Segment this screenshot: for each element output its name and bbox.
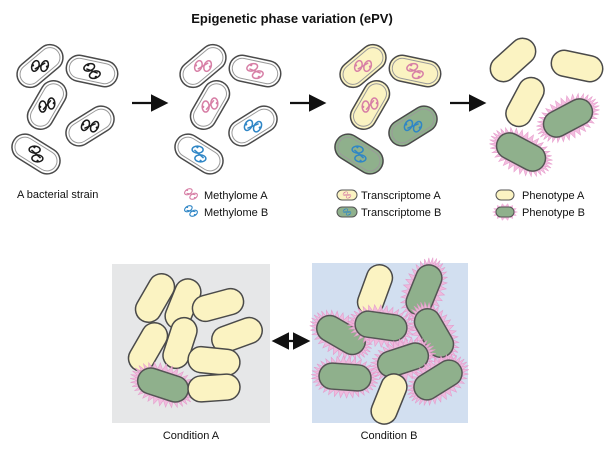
stage-transcriptome (334, 43, 442, 175)
stage-phenotype (489, 37, 604, 178)
stage-methylome (174, 43, 282, 175)
legend-phenotype-a: Phenotype A (522, 190, 585, 202)
transcriptome-cell (334, 133, 384, 175)
methylome-b-icon (184, 205, 198, 217)
phenotype-cell (505, 76, 545, 128)
condition-b-cell (309, 309, 373, 361)
methylome-cell (189, 79, 231, 131)
condition-a-cell (187, 373, 241, 403)
condition-a-cell (129, 361, 197, 409)
phenotype-cell (536, 92, 600, 144)
phenotype-b-icon (492, 203, 518, 221)
transcriptome-cell (339, 43, 387, 89)
methylome-cell (174, 133, 224, 175)
legend-methylome-b: Methylome B (204, 207, 268, 219)
transcriptome-a-icon (336, 189, 358, 201)
condition-a-cell (211, 316, 263, 354)
strain-cell (65, 105, 115, 147)
transcriptome-cell (388, 54, 442, 88)
transcriptome-b-icon (336, 206, 358, 218)
phenotype-cell (489, 126, 553, 178)
legend-transcriptome-b: Transcriptome B (361, 207, 441, 219)
condition-a-cell (191, 287, 245, 323)
methylome-cell (179, 43, 227, 89)
strain-cell (65, 54, 119, 88)
condition-b-cell (399, 257, 449, 323)
strain-cell (26, 79, 68, 131)
legend-transcriptome-a: Transcriptome A (361, 190, 441, 202)
condition-b-cell (347, 303, 415, 349)
condition-b-cell (406, 353, 470, 407)
strain-cell (16, 43, 64, 89)
transcriptome-cell (349, 79, 391, 131)
legend-phenotype: Phenotype A Phenotype B (492, 189, 585, 221)
condition-b-label: Condition B (361, 430, 418, 442)
legend-methylome: Methylome A Methylome B (184, 188, 268, 219)
phenotype-cell (489, 37, 537, 83)
strain-label: A bacterial strain (17, 189, 98, 201)
condition-b-population (309, 257, 470, 425)
condition-a-cell (134, 272, 176, 324)
condition-a-cell (127, 321, 169, 373)
legend-transcriptome: Transcriptome A Transcriptome B (336, 189, 441, 219)
phenotype-a-icon (495, 189, 515, 201)
stage-bacterial-strain (11, 43, 119, 175)
condition-a-population (127, 272, 263, 409)
diagram-title: Epigenetic phase variation (ePV) (191, 11, 393, 26)
transcriptome-cell (388, 105, 438, 147)
condition-b-cell (369, 336, 437, 384)
condition-a-label: Condition A (163, 430, 220, 442)
legend-methylome-a: Methylome A (204, 190, 268, 202)
methylome-a-icon (184, 188, 198, 200)
condition-b-cell (370, 373, 408, 425)
strain-cell (11, 133, 61, 175)
condition-b-cell (311, 355, 379, 399)
methylome-cell (228, 54, 282, 88)
legend-phenotype-b: Phenotype B (522, 207, 585, 219)
phenotype-cell (550, 49, 604, 83)
methylome-cell (228, 105, 278, 147)
condition-a-cell (187, 345, 241, 377)
